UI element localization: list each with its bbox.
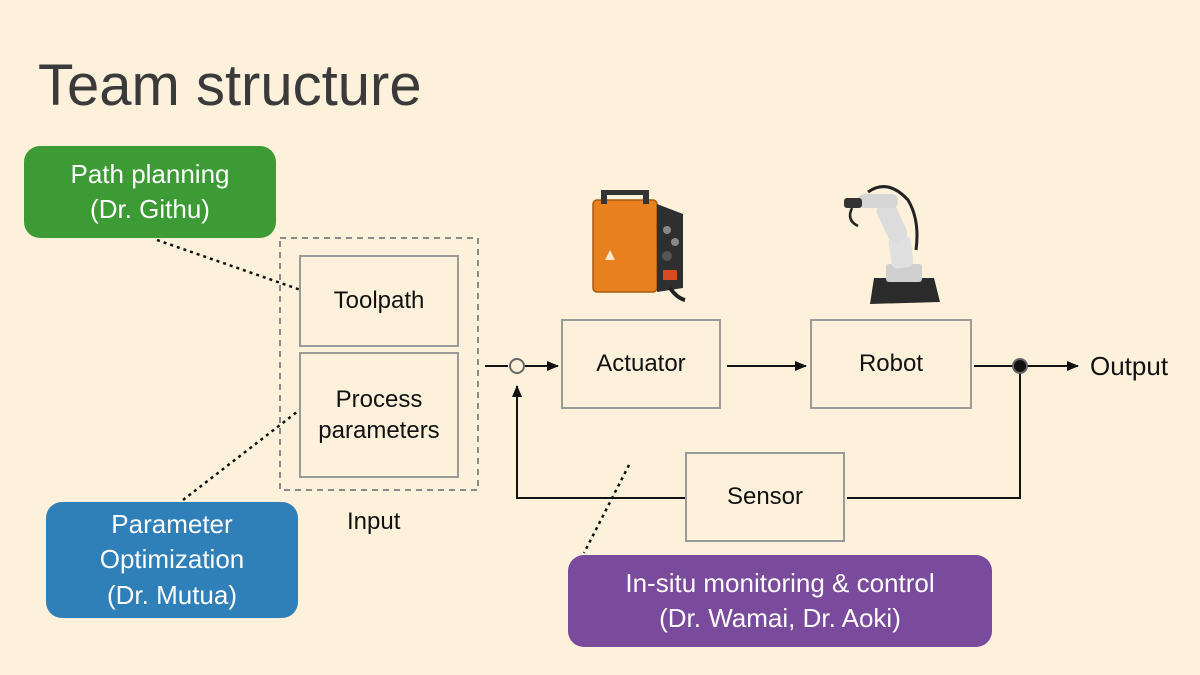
dotted-link-parameter-optimization [182, 397, 316, 501]
team-path-planning-line2: (Dr. Githu) [90, 194, 210, 224]
dotted-link-in-situ [582, 464, 631, 554]
actuator-label: Actuator [596, 350, 686, 378]
dotted-link-path-planning [156, 238, 319, 298]
page-title: Team structure [38, 53, 422, 118]
team-path-planning: Path planning (Dr. Githu) [24, 146, 276, 238]
team-parameter-optimization: Parameter Optimization (Dr. Mutua) [46, 502, 298, 618]
robot-arm-icon [844, 185, 940, 304]
team-in-situ-monitoring: In-situ monitoring & control (Dr. Wamai,… [568, 555, 992, 647]
team-path-planning-line1: Path planning [70, 158, 230, 189]
toolpath-label: Toolpath [333, 287, 425, 315]
pickoff-node [1012, 358, 1028, 374]
robot-label: Robot [858, 350, 924, 378]
welding-power-source-icon [592, 190, 686, 302]
team-in-situ-line1: In-situ monitoring & control [625, 567, 935, 598]
input-group-border [279, 237, 479, 491]
robot-block: Robot [810, 319, 972, 409]
team-parameter-optimization-line2: Optimization [99, 544, 245, 575]
feedback-line-left [512, 385, 685, 499]
process-parameters-label-line1: Process [335, 385, 423, 413]
process-parameters-label-line2: parameters [318, 417, 440, 444]
team-parameter-optimization-line1: Parameter [111, 509, 233, 540]
process-parameters-block: Process parameters [299, 352, 459, 478]
feedback-line-right [847, 373, 1021, 499]
team-in-situ-line2: (Dr. Wamai, Dr. Aoki) [659, 603, 901, 633]
output-label: Output [1090, 351, 1169, 381]
sensor-label: Sensor [726, 483, 804, 511]
sensor-block: Sensor [685, 452, 845, 542]
input-label: Input [347, 508, 401, 535]
actuator-block: Actuator [561, 319, 721, 409]
team-parameter-optimization-line3: (Dr. Mutua) [106, 579, 238, 610]
summing-junction [509, 358, 525, 374]
toolpath-block: Toolpath [299, 255, 459, 347]
